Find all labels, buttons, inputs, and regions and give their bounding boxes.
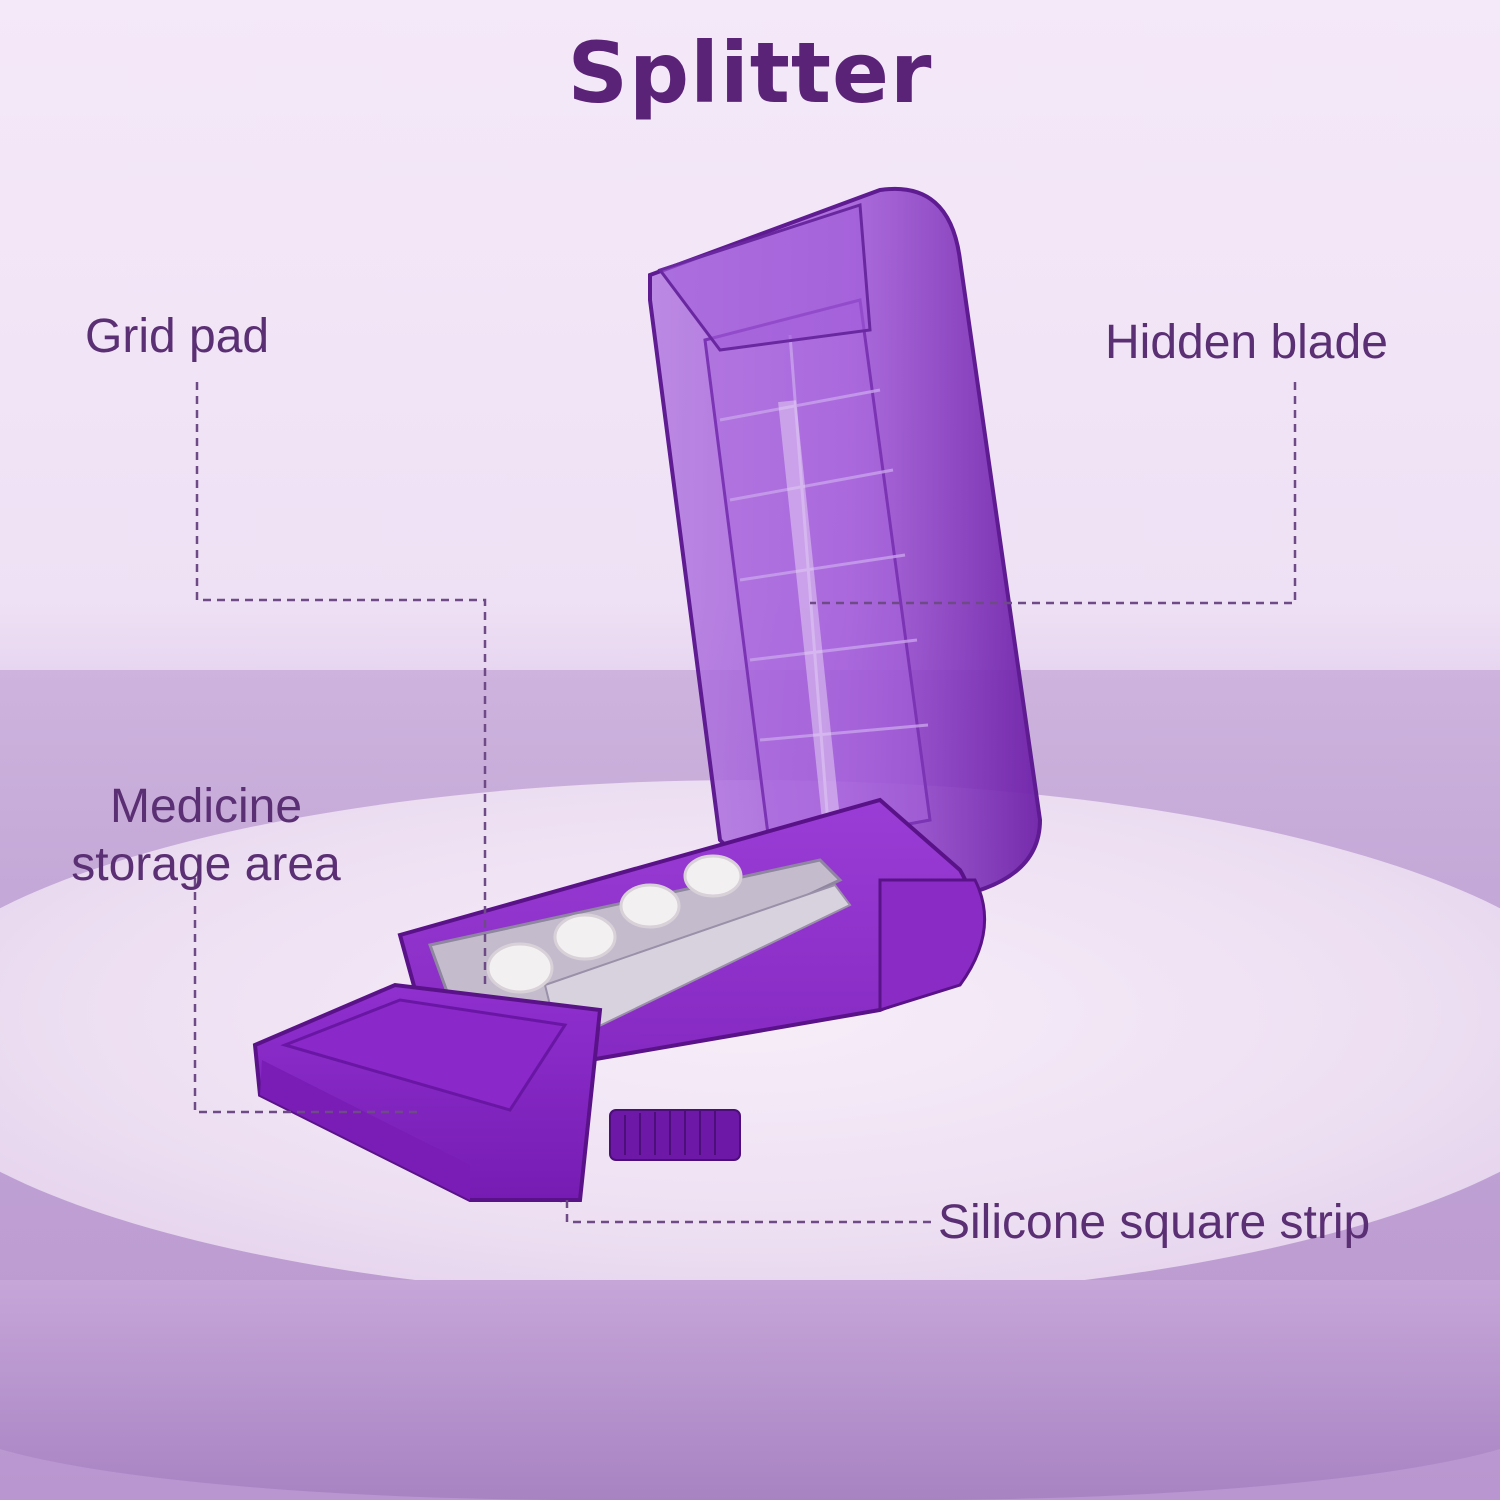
medicine-leader (193, 878, 420, 1114)
side-ridges (609, 1109, 741, 1161)
callout-silicone-strip: Silicone square strip (938, 1196, 1371, 1249)
callout-medicine-line1: Medicine (109, 780, 303, 833)
grid-pad-leader (195, 382, 487, 985)
medicine-storage-drawer (252, 982, 603, 1202)
callout-hidden-blade: Hidden blade (1105, 316, 1388, 369)
splitter-lid (648, 186, 1043, 893)
pedestal-side (0, 1280, 1500, 1500)
silicone-leader (565, 1200, 936, 1224)
hidden-blade-leader (810, 382, 1297, 605)
pills (486, 854, 743, 994)
page-title: Splitter (567, 24, 933, 122)
callout-medicine-line2: storage area (71, 838, 341, 891)
callout-medicine-storage: Medicine storage area (46, 778, 366, 894)
callout-grid-pad: Grid pad (85, 310, 270, 363)
leader-lines (193, 382, 1297, 1224)
hidden-blade (778, 400, 840, 820)
